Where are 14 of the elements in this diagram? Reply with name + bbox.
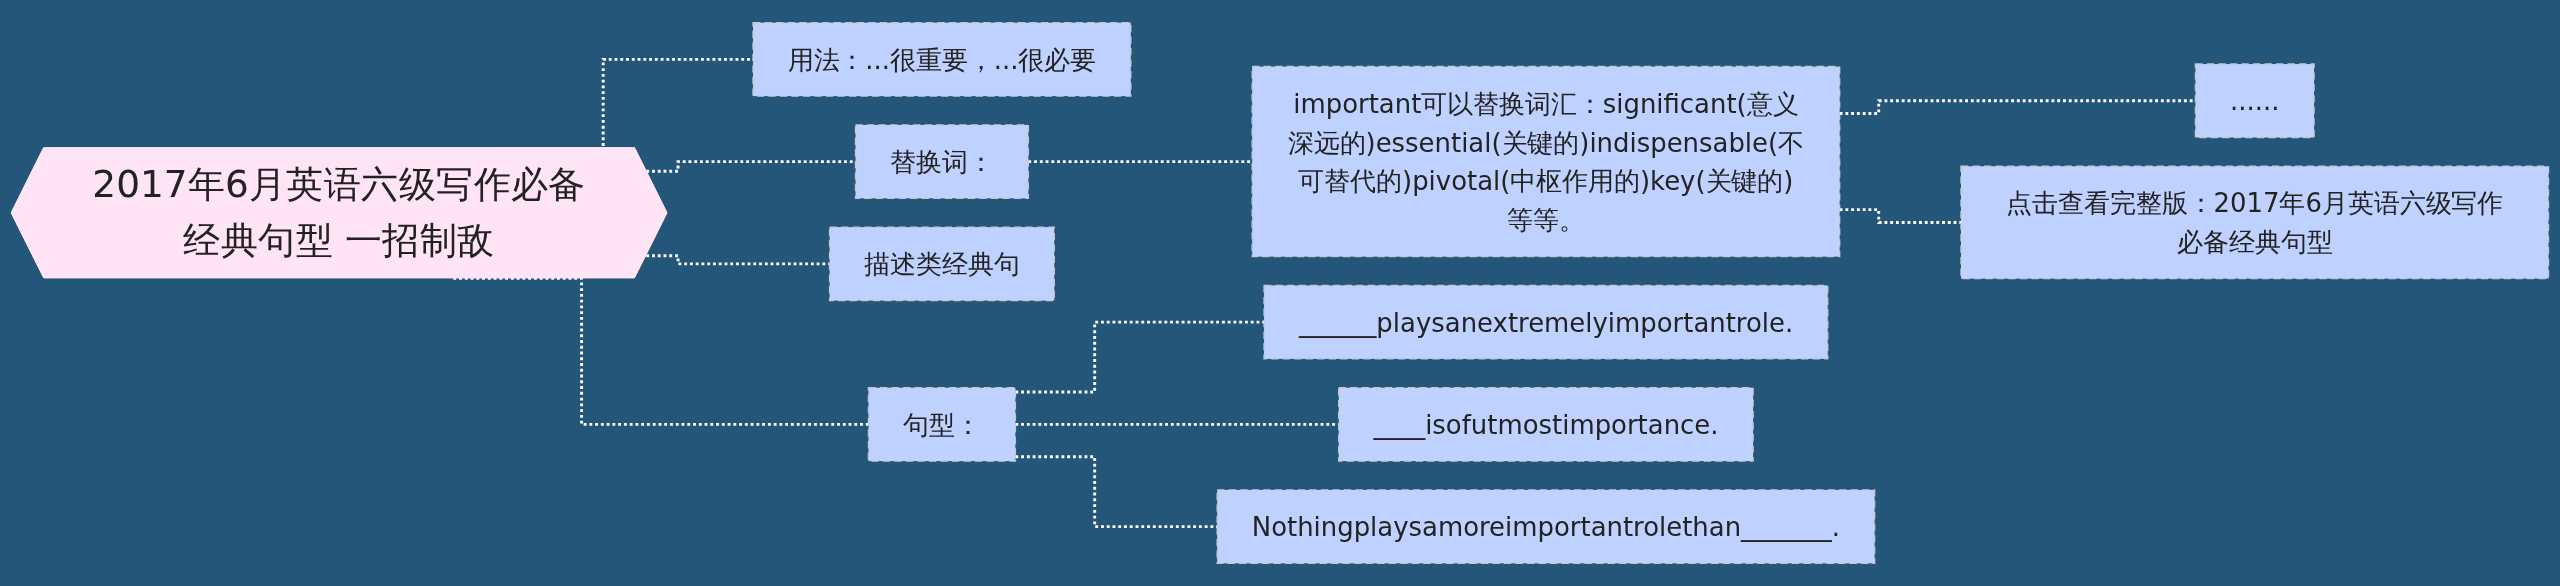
node-box: 用法：...很重要，...很必要 [752, 21, 1132, 97]
node-box: ...... [2194, 63, 2315, 139]
connector [1839, 99, 2196, 115]
connector [453, 276, 869, 426]
node-box: 替换词： [854, 124, 1030, 200]
node-box: 点击查看完整版：2017年6月英语六级写作必备经典句型 [1960, 165, 2550, 280]
connector [1028, 160, 1253, 164]
node-box: ______playsanextremelyimportantrole. [1263, 284, 1829, 360]
node-box: 描述类经典句 [828, 226, 1055, 302]
node-box: ____isofutmostimportance. [1338, 386, 1754, 462]
node-box: important可以替换词汇：significant(意义深远的)essential(关键的)indispensable(不可替代的)pivotal(中枢作用的)key(关键的)等等。 [1251, 65, 1841, 258]
node-box: 句型： [867, 386, 1017, 462]
node-box: Nothingplaysamoreimportantrolethan_______. [1216, 489, 1876, 565]
connector [646, 160, 856, 173]
